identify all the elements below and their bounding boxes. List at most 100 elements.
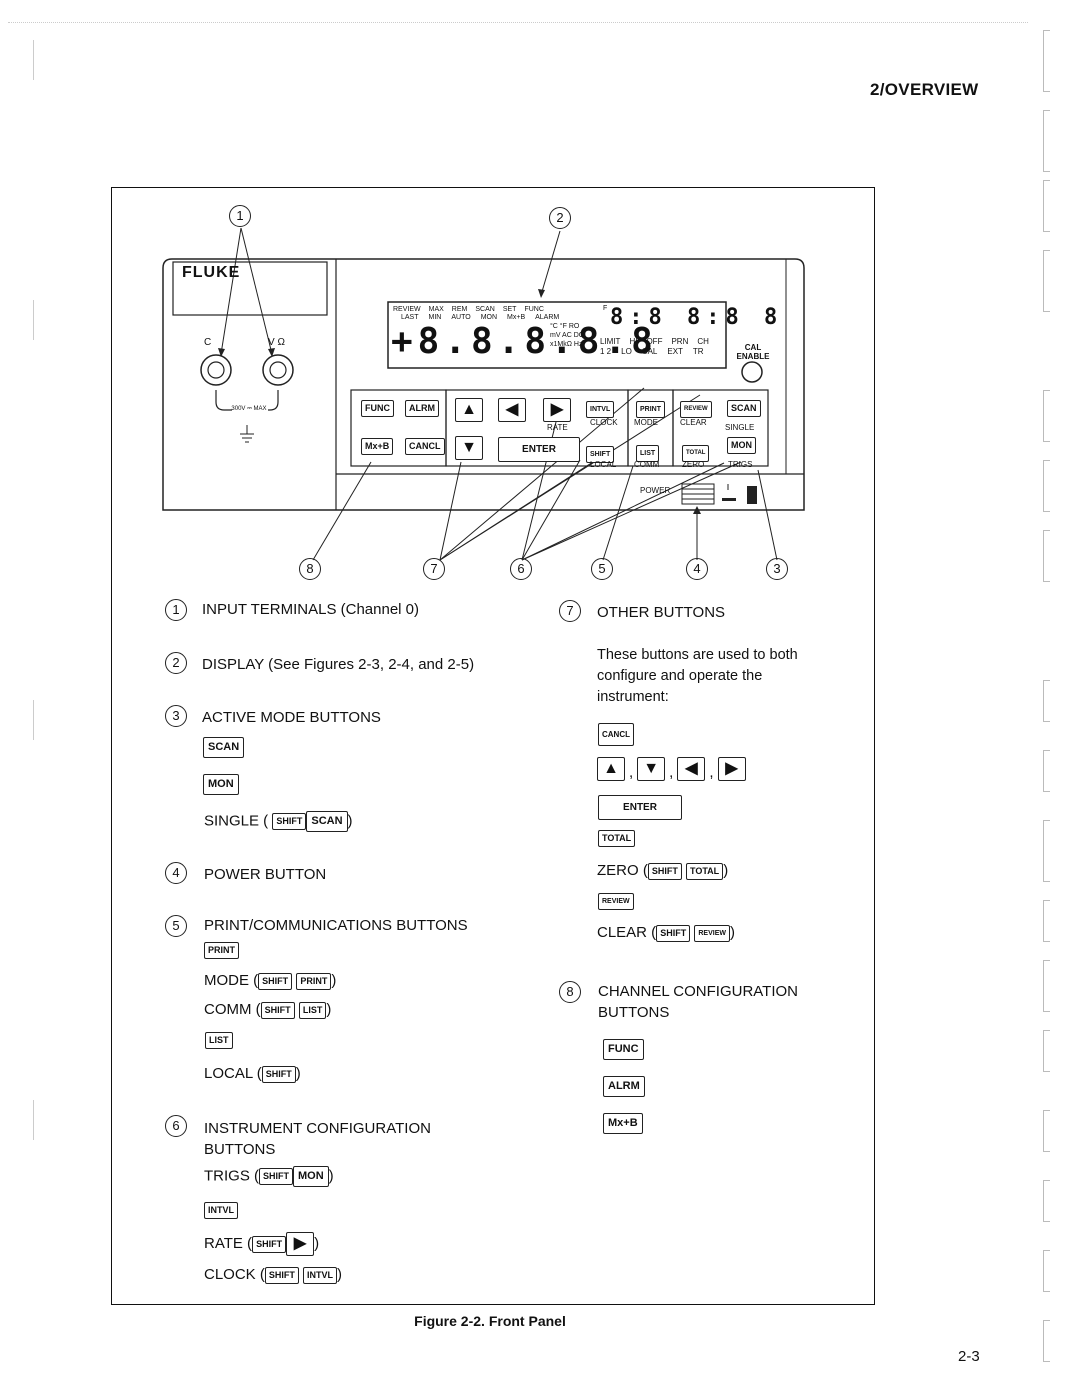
page-edge-tab <box>1043 530 1050 582</box>
page-edge-tab <box>1043 680 1050 722</box>
func-key[interactable]: FUNC <box>361 400 394 417</box>
legend-num-5: 5 <box>165 915 187 937</box>
legend-num-4: 4 <box>165 862 187 884</box>
down-arrow-key[interactable]: ▼ <box>455 436 483 460</box>
alrm-key[interactable]: ALRM <box>405 400 439 417</box>
callout-5: 5 <box>591 558 613 580</box>
power-sublabel: POWER <box>640 486 671 495</box>
legend-mode-line: MODE (SHIFT PRINT) <box>204 972 337 990</box>
left-scan-mark <box>33 40 34 80</box>
display-main-digits: +8.8.8.8.8 <box>391 321 658 362</box>
page-edge-tab <box>1043 180 1050 232</box>
rate-sublabel: RATE <box>547 423 568 432</box>
legend-cancl-key: CANCL <box>598 723 634 746</box>
print-key[interactable]: PRINT <box>636 401 665 418</box>
legend-total-key: TOTAL <box>598 830 636 847</box>
mon-key-icon: MON <box>293 1166 329 1187</box>
left-scan-mark <box>33 700 34 740</box>
legend-title-3: ACTIVE MODE BUTTONS <box>202 709 381 726</box>
mxb-key[interactable]: Mx+B <box>361 438 394 455</box>
page-edge-tab <box>1043 1250 1050 1292</box>
legend-title-7: OTHER BUTTONS <box>597 604 726 621</box>
legend-num-8: 8 <box>559 981 581 1003</box>
left-arrow-key-icon: ◀ <box>677 757 706 781</box>
front-panel-drawing <box>162 227 805 561</box>
legend-mxb-key: Mx+B <box>603 1113 643 1134</box>
shift-key[interactable]: SHIFT <box>586 446 615 463</box>
left-arrow-key[interactable]: ◀ <box>498 398 526 422</box>
intvl-key[interactable]: INTVL <box>586 401 615 418</box>
legend-zero-line: ZERO (SHIFT TOTAL) <box>597 862 729 880</box>
scan-key[interactable]: SCAN <box>727 400 761 417</box>
page-edge-tab <box>1043 1320 1050 1362</box>
page-edge-tab <box>1043 110 1050 172</box>
cancl-key[interactable]: CANCL <box>405 438 445 455</box>
legend-num-2: 2 <box>165 652 187 674</box>
up-arrow-key[interactable]: ▲ <box>455 398 483 422</box>
shift-key-icon: SHIFT <box>259 1168 293 1185</box>
page-edge-tab <box>1043 1110 1050 1152</box>
list-key[interactable]: LIST <box>636 445 660 462</box>
shift-key-icon: SHIFT <box>272 813 307 830</box>
page-edge-tab <box>1043 1180 1050 1222</box>
trigs-sublabel: TRIGS <box>728 460 753 469</box>
review-key-icon: REVIEW <box>694 924 730 942</box>
terminal-label-v: V Ω <box>268 337 285 348</box>
shift-key-icon: SHIFT <box>258 972 293 990</box>
terminal-label-c: C <box>204 337 212 348</box>
legend-print-key: PRINT <box>204 942 239 959</box>
up-arrow-key-icon: ▲ <box>597 757 625 781</box>
page-edge-tab <box>1043 250 1050 312</box>
right-arrow-key[interactable]: ▶ <box>543 398 571 422</box>
scan-key-icon: SCAN <box>306 811 348 832</box>
page-number: 2-3 <box>958 1348 980 1365</box>
enter-key[interactable]: ENTER <box>498 437 580 462</box>
shift-key-icon: SHIFT <box>656 924 691 942</box>
legend-comm-line: COMM (SHIFT LIST) <box>204 1001 332 1019</box>
terminal-rating: 300V ⎓ MAX <box>231 406 267 412</box>
callout-1: 1 <box>229 205 251 227</box>
legend-mon-key: MON <box>203 774 239 795</box>
down-arrow-key-icon: ▼ <box>637 757 666 781</box>
legend-local-line: LOCAL (SHIFT) <box>204 1065 301 1083</box>
mon-key[interactable]: MON <box>727 437 756 454</box>
brand-logo: FLUKE <box>182 264 241 281</box>
list-key-icon: LIST <box>298 1001 327 1019</box>
zero-sublabel: ZERO <box>682 460 705 469</box>
legend-rate-line: RATE (SHIFT▶) <box>204 1232 319 1256</box>
legend-list-key: LIST <box>205 1032 233 1049</box>
legend-title-2: DISPLAY (See Figures 2-3, 2-4, and 2-5) <box>202 656 475 673</box>
legend-intvl-key: INTVL <box>204 1202 238 1219</box>
clock-sublabel: CLOCK <box>590 418 618 427</box>
mode-sublabel: MODE <box>634 418 658 427</box>
legend-alrm-key: ALRM <box>603 1076 645 1097</box>
legend-enter-key: ENTER <box>598 795 682 820</box>
legend-num-6: 6 <box>165 1115 187 1137</box>
total-key-icon: TOTAL <box>686 862 724 880</box>
shift-key-icon: SHIFT <box>252 1235 287 1253</box>
shift-key-icon: SHIFT <box>264 1266 299 1284</box>
cal-enable-label: CAL ENABLE <box>736 343 770 361</box>
right-arrow-key-icon: ▶ <box>717 757 746 781</box>
section-header: 2/OVERVIEW <box>870 80 979 99</box>
legend-num-1: 1 <box>165 599 187 621</box>
total-key[interactable]: TOTAL <box>682 445 710 462</box>
display-clock-digits: 8:8 8:8 8 <box>610 305 784 330</box>
page-edge-tab <box>1043 820 1050 882</box>
comm-sublabel: COMM <box>634 460 660 469</box>
legend-num-3: 3 <box>165 705 187 727</box>
shift-key-icon: SHIFT <box>261 1065 296 1083</box>
legend-scan-key: SCAN <box>203 737 245 758</box>
right-arrow-key-icon: ▶ <box>286 1232 315 1256</box>
review-key[interactable]: REVIEW <box>680 401 712 418</box>
legend-review-key: REVIEW <box>598 893 634 910</box>
intvl-key-icon: INTVL <box>303 1266 338 1284</box>
shift-key-icon: SHIFT <box>260 1001 295 1019</box>
top-scan-border <box>8 22 1028 23</box>
clear-sublabel: CLEAR <box>680 418 707 427</box>
display-f-label: F <box>603 305 608 312</box>
